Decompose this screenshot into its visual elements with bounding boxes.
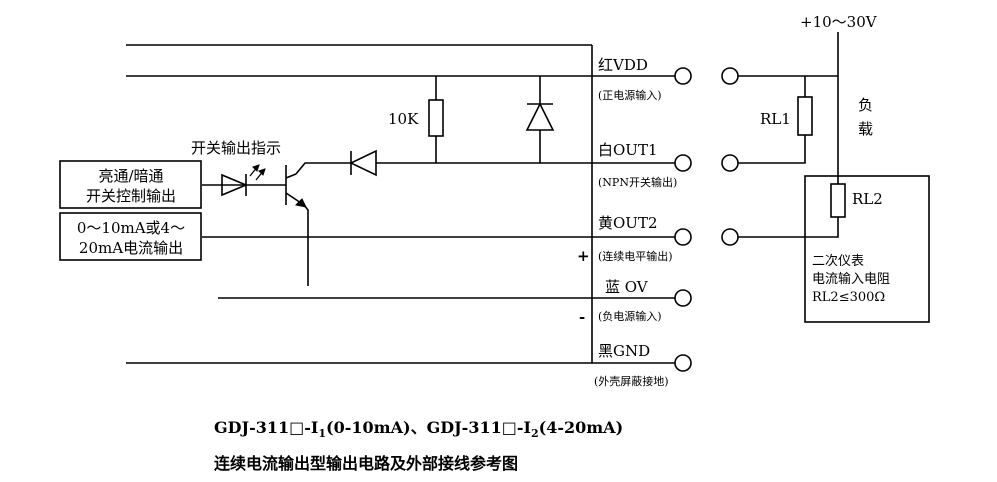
external-terminal-out1 — [721, 154, 739, 172]
terminal-vdd-desc: (正电源输入) — [598, 88, 662, 102]
transistor-emitter-wire — [303, 204, 309, 286]
led-caption: 开关输出指示 — [191, 139, 281, 157]
resistor-rl1 — [797, 96, 813, 136]
transistor-collector — [285, 173, 297, 179]
terminal-gnd — [674, 354, 692, 372]
caption-sub1: 1 — [318, 427, 326, 440]
terminal-0v — [674, 289, 692, 307]
load-label-2: 载 — [858, 120, 873, 138]
terminal-vdd — [674, 67, 692, 85]
rl2-bottom-lead — [738, 217, 839, 238]
current-box-line1: 0～10mA或4～ — [77, 219, 185, 237]
terminal-vdd-label: 红VDD — [598, 56, 648, 74]
caption-part1: GDJ-311□-I — [214, 418, 318, 437]
instrument-line2: 电流输入电阻 — [812, 271, 890, 287]
current-output-box — [59, 212, 202, 261]
current-box-line2: 20mA电流输出 — [79, 239, 183, 257]
terminal-0v-desc: (负电源输入) — [598, 309, 662, 323]
external-terminal-vdd — [721, 67, 739, 85]
plus-sign: + — [577, 247, 590, 265]
terminal-out1 — [674, 154, 692, 172]
resistor-10k — [428, 99, 444, 137]
switch-box-line1: 亮通/暗通 — [98, 167, 163, 185]
instrument-line3: RL2≤300Ω — [812, 290, 885, 305]
led-ray-arrow-2 — [258, 168, 266, 176]
transistor-collector-wire — [295, 162, 351, 175]
terminal-out1-label: 白OUT1 — [598, 141, 658, 159]
transistor-emitter-arrow — [294, 198, 307, 208]
terminal-0v-label: 蓝 OV — [605, 278, 649, 296]
series-diode-body — [349, 149, 377, 177]
external-terminal-out2 — [721, 228, 739, 246]
terminal-out2 — [674, 228, 692, 246]
caption-line1: GDJ-311□-I1(0-10mA)、GDJ-311□-I2(4-20mA) — [214, 418, 623, 440]
load-label-1: 负 — [858, 96, 873, 114]
protection-diode-body — [525, 102, 555, 131]
caption-part2: (0-10mA)、GDJ-311□-I — [326, 418, 531, 437]
resistor-rl2 — [830, 183, 846, 218]
terminal-gnd-label: 黑GND — [598, 342, 650, 360]
terminal-gnd-desc: (外壳屏蔽接地) — [594, 374, 669, 388]
terminal-out2-desc: (连续电平输出) — [598, 249, 673, 263]
secondary-instrument-box — [804, 175, 930, 323]
caption-line2: 连续电流输出型输出电路及外部接线参考图 — [214, 454, 518, 473]
rl1-bottom-lead — [738, 135, 806, 164]
caption-sub2: 2 — [531, 427, 539, 440]
terminal-out2-label: 黄OUT2 — [598, 214, 658, 232]
switch-control-box — [59, 160, 202, 209]
resistor-10k-label: 10K — [388, 110, 419, 128]
rl1-label: RL1 — [760, 110, 791, 128]
minus-sign: - — [579, 308, 585, 326]
supply-label: +10～30V — [800, 13, 878, 31]
led-ray-arrow-1 — [252, 164, 260, 172]
terminal-out1-desc: (NPN开关输出) — [598, 175, 677, 189]
switch-box-line2: 开关控制输出 — [86, 187, 176, 205]
instrument-line1: 二次仪表 — [812, 253, 864, 269]
rl2-label: RL2 — [852, 190, 883, 208]
led-body — [221, 173, 249, 197]
caption-part3: (4-20mA) — [539, 418, 624, 437]
